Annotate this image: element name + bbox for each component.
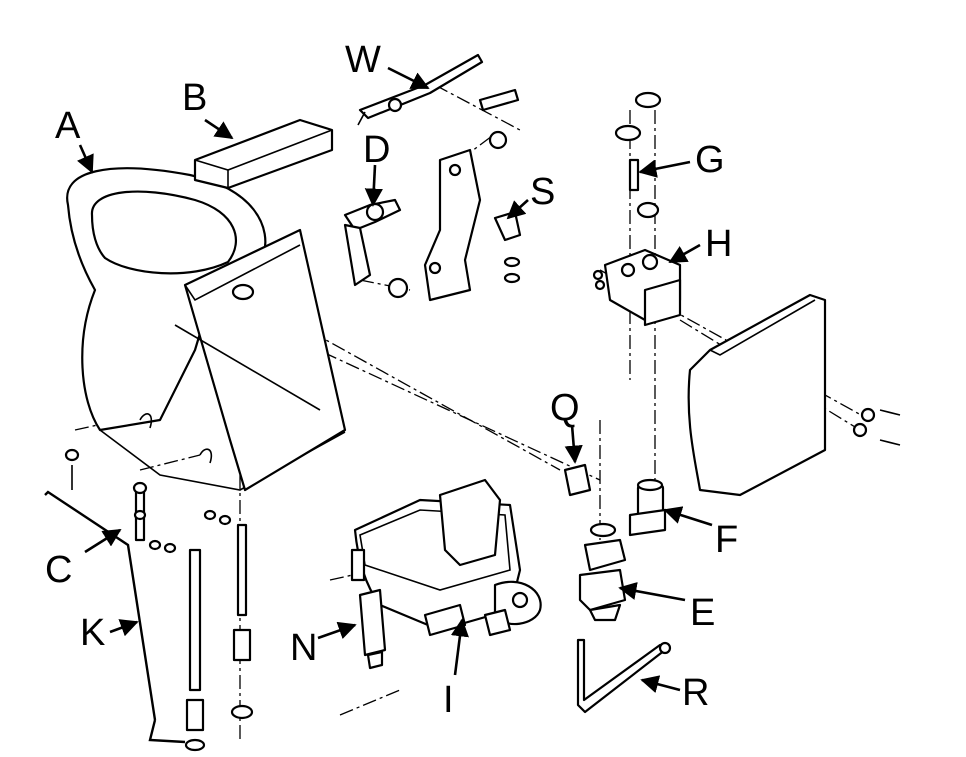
label-h: H [705,223,732,265]
flush-valve-part-e [578,522,627,622]
seat-cushion-part-b [193,118,334,190]
vacuum-breaker-part-g [614,91,662,219]
toilet-bowl-part-a [66,167,347,492]
rear-shroud-panel [687,293,901,497]
pipe-part-r [576,638,672,714]
callout-leaders [44,66,713,744]
valve-part-d [343,198,409,299]
hold-down-bolts-part-k [64,448,254,752]
label-q: Q [550,387,580,429]
label-a: A [55,105,81,147]
label-k: K [80,612,105,654]
label-d: D [363,129,390,171]
pump-cylinder-part-n [350,548,387,670]
label-w: W [345,39,381,81]
label-b: B [182,77,207,119]
mounting-bracket [423,88,520,302]
label-i: I [443,679,454,721]
solenoid-valve-part-f [628,478,667,537]
label-r: R [682,672,709,714]
label-s: S [530,171,555,213]
elbow-fitting-part-s [493,210,522,284]
mounting-plate-part-h [592,248,682,327]
callout-labels: A B W D S G H Q F E R I N C K [45,39,738,721]
label-f: F [715,519,738,561]
holding-tank-part-i [353,478,542,637]
label-g: G [695,139,725,181]
label-c: C [45,549,72,591]
fitting-part-q [563,463,592,497]
label-n: N [290,627,317,669]
label-e: E [690,592,715,634]
